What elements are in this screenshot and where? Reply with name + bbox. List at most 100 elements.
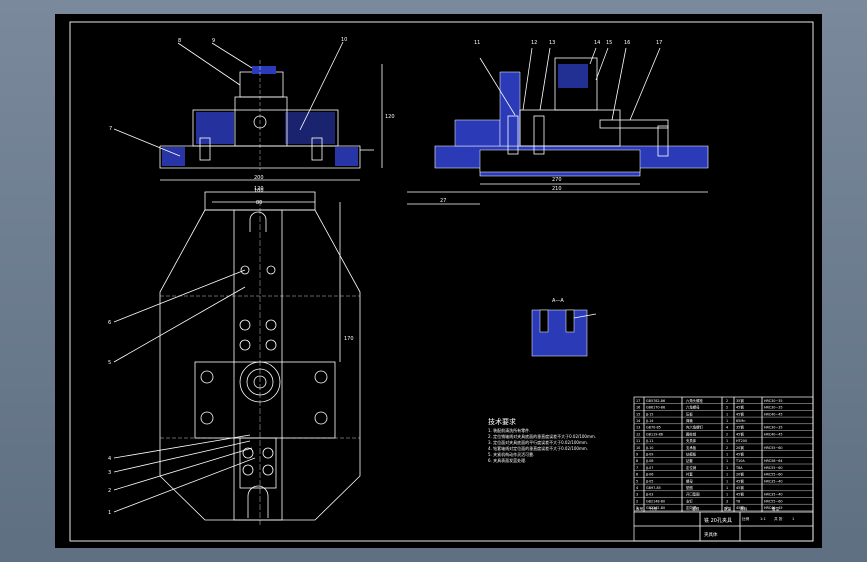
bom-cell-note: HRC55~60 xyxy=(764,473,783,477)
label-part-4: 4 xyxy=(108,456,111,462)
tech-line-5: 5. 夹紧机构动作灵活可靠. xyxy=(488,451,534,457)
label-part-9: 9 xyxy=(212,38,215,44)
bom-cell-no: 11 xyxy=(636,439,640,443)
bom-cell-no: 3 xyxy=(636,493,638,497)
bom-cell-note: HRC55~60 xyxy=(764,466,783,470)
title-block xyxy=(633,396,814,542)
bom-cell-no: 4 xyxy=(636,486,638,490)
bom-cell-name: 内六角螺钉 xyxy=(686,425,704,430)
dim-210: 210 xyxy=(552,186,562,192)
bom-cell-qty: 2 xyxy=(726,432,728,436)
bom-cell-code: JJ-09 xyxy=(645,453,653,457)
bom-cell-code: GB2262-80 xyxy=(646,506,665,510)
bom-cell-name: 钻套 xyxy=(686,458,693,463)
bom-cell-no: 17 xyxy=(636,399,640,403)
bom-header-name: 名称 xyxy=(692,506,700,511)
bom-cell-code: GB2148-80 xyxy=(646,499,665,503)
bom-cell-code: JJ-14 xyxy=(645,419,653,423)
bom-cell-name: 六角头螺栓 xyxy=(686,398,704,403)
bom-cell-note: HRC55~60 xyxy=(764,446,783,450)
bom-cell-code: JJ-07 xyxy=(645,466,653,470)
bom-cell-no: 6 xyxy=(636,473,638,477)
bom-cell-qty: 1 xyxy=(726,473,728,477)
bom-cell-note: HRC30~35 xyxy=(764,426,783,430)
bom-cell-material: 45钢 xyxy=(736,405,744,410)
label-part-2: 2 xyxy=(108,488,111,494)
bom-cell-no: 1 xyxy=(636,506,638,510)
bom-cell-material: 45钢 xyxy=(736,485,744,490)
bom-cell-code: JJ-15 xyxy=(645,412,653,416)
bom-cell-qty: 1 xyxy=(726,493,728,497)
label-part-16: 16 xyxy=(624,40,630,46)
bom-header-no: 序号 xyxy=(636,506,644,511)
sheet-no: 1 xyxy=(792,517,794,521)
bom-cell-material: 45钢 xyxy=(736,411,744,416)
tech-line-4: 4. 钻套轴线对定位面的垂直度误差不大于0.02/100mm. xyxy=(488,445,588,451)
bom-cell-material: 45钢 xyxy=(736,478,744,483)
bom-cell-qty: 2 xyxy=(726,399,728,403)
bom-cell-material: T8A xyxy=(735,466,743,470)
dim-100: 100 xyxy=(254,188,264,194)
bom-cell-name: 弹簧 xyxy=(686,418,693,423)
dim-200: 200 xyxy=(254,175,264,181)
bom-cell-material: 65Mn xyxy=(736,419,745,423)
bom-cell-note: HRC55~60 xyxy=(764,499,783,503)
bom-cell-qty: 4 xyxy=(726,426,728,430)
bom-header-note: 备注 xyxy=(772,506,780,511)
bom-cell-code: GB70-85 xyxy=(646,426,661,430)
section-view xyxy=(407,47,709,205)
bom-cell-note: HRC40~45 xyxy=(764,506,783,510)
bom-cell-note: HRC30~35 xyxy=(764,406,783,410)
bom-cell-no: 10 xyxy=(636,446,640,450)
bom-cell-note: HRC35~40 xyxy=(764,493,783,497)
bom-cell-note: HRC30~35 xyxy=(764,399,783,403)
detail-view-a xyxy=(531,309,597,357)
drawing-viewport[interactable] xyxy=(55,14,822,548)
bom-cell-code: JJ-08 xyxy=(645,459,653,463)
label-part-8: 8 xyxy=(178,38,181,44)
bom-cell-qty: 1 xyxy=(726,486,728,490)
bom-cell-material: 45钢 xyxy=(736,431,744,436)
tech-heading: 技术要求 xyxy=(488,417,516,426)
label-part-14: 14 xyxy=(594,40,600,46)
label-part-6: 6 xyxy=(108,320,111,326)
company-name: 夹具体 xyxy=(704,531,718,538)
bom-cell-code: GB5782-86 xyxy=(646,399,665,403)
bom-cell-code: JJ-05 xyxy=(645,479,653,483)
dim-80: 80 xyxy=(256,200,262,206)
bom-cell-no: 2 xyxy=(636,499,638,503)
bom-header-material: 材料 xyxy=(740,506,748,511)
scale-label: 比例 xyxy=(742,516,750,521)
bom-cell-name: 衬套 xyxy=(686,472,693,477)
bom-cell-name: 钻模板 xyxy=(686,452,697,457)
bom-cell-material: 45钢 xyxy=(736,505,744,510)
bom-cell-name: 支钉 xyxy=(686,498,693,503)
bom-cell-no: 14 xyxy=(636,419,640,423)
bom-cell-name: 压板 xyxy=(686,411,693,416)
dim-170: 170 xyxy=(344,336,354,342)
bom-cell-code: JJ-06 xyxy=(645,473,653,477)
bom-cell-note: HRC40~45 xyxy=(764,432,783,436)
bom-cell-code: JJ-11 xyxy=(645,439,653,443)
bom-cell-name: 六角螺母 xyxy=(686,405,700,410)
bom-header-qty: 数量 xyxy=(724,506,732,511)
tech-line-1: 1. 装配前清洗所有零件. xyxy=(488,427,530,433)
drawing-border xyxy=(69,21,814,542)
bom-cell-code: GB97-85 xyxy=(646,486,661,490)
bom-cell-name: 圆柱销 xyxy=(686,431,697,436)
bom-cell-qty: 1 xyxy=(726,479,728,483)
bom-cell-material: HT200 xyxy=(736,439,747,443)
bom-cell-qty: 1 xyxy=(726,412,728,416)
bom-cell-qty: 1 xyxy=(726,459,728,463)
dim-270: 270 xyxy=(552,177,562,183)
bom-cell-no: 12 xyxy=(636,432,640,436)
detail-label: A—A xyxy=(552,298,564,304)
dim-120-side: 120 xyxy=(385,114,395,120)
bom-cell-no: 5 xyxy=(636,479,638,483)
bom-cell-note: HRC35~40 xyxy=(764,479,783,483)
bom-cell-qty: 1 xyxy=(726,466,728,470)
bom-cell-name: 螺母 xyxy=(686,478,693,483)
bom-cell-qty: 2 xyxy=(726,506,728,510)
